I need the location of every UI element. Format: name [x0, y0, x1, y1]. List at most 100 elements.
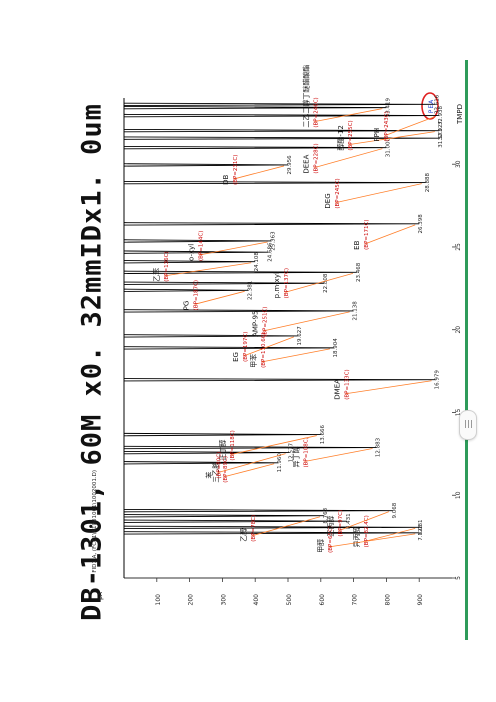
compound-label: EB	[353, 240, 361, 249]
compound-label: 苯	[205, 472, 214, 479]
peak-spike	[123, 519, 348, 523]
peak-rt-label: 32.938	[438, 105, 444, 125]
compound-label: AMP-95	[252, 311, 260, 337]
peak-spike	[123, 270, 357, 274]
y-tick-label: 100	[155, 594, 162, 606]
compound-label: 三乙胺	[211, 462, 220, 483]
annotations-group: 异丙醇(BP=82.4C)乙醇(BP=78C)甲醇(BP=65C)正丙醇(BP=…	[152, 65, 436, 553]
peak-spike	[123, 222, 420, 226]
peak-rt-label: 22.381	[248, 281, 254, 300]
annotation-arrow	[199, 241, 268, 256]
compound-label: 正丙醇	[326, 516, 335, 537]
peak-rt-label: 22.808	[323, 273, 329, 293]
peak-spike	[123, 334, 298, 338]
x-tick-label: 25	[455, 243, 462, 251]
annotation-arrow	[345, 380, 432, 395]
peak-spike	[123, 136, 439, 140]
peak-spike	[123, 531, 420, 535]
boiling-point-label: (BP=82.4C)	[364, 515, 370, 547]
compound-label: DEEA	[302, 154, 310, 173]
peak-rt-label: 29.956	[287, 155, 293, 175]
peak-rt-label: 11.960	[277, 453, 283, 473]
x-tick-label: 15	[455, 408, 462, 416]
x-tick-label: 5	[455, 576, 462, 580]
annotation-arrow	[263, 311, 350, 332]
boiling-point-label: (BP=110.6C)	[261, 332, 267, 368]
y-tick-label: 600	[319, 594, 326, 606]
peak-spike	[123, 239, 272, 243]
peak-spike	[123, 105, 387, 110]
peak-spike	[123, 180, 426, 185]
boiling-point-label: (BP=133C)	[345, 369, 351, 399]
compound-label: EG	[232, 352, 240, 362]
boiling-point-label: (BP=231C)	[233, 155, 239, 185]
y-tick-label: 300	[220, 594, 227, 606]
compound-label: 异丁醇	[292, 447, 301, 468]
annotation-arrow	[233, 165, 285, 180]
y-tick-label: 700	[352, 594, 359, 606]
boiling-point-label: (BP=187C)	[194, 280, 200, 310]
peak-rt-label: 24.108	[254, 252, 260, 272]
peak-rt-label: 23.468	[356, 262, 362, 282]
boiling-point-label: (BP=197C)	[243, 332, 249, 362]
peak-spike	[123, 378, 436, 382]
boiling-point-label: (BP=137C)	[284, 268, 290, 298]
boiling-point-label: (BP=108C)	[304, 437, 310, 467]
boiling-point-label: (BP=228C)	[313, 143, 319, 173]
annotation-arrow	[314, 148, 383, 169]
boiling-point-label: (BP=246C)	[313, 97, 319, 127]
peak-spike	[123, 146, 387, 150]
peak-spike	[123, 461, 279, 465]
peak-spike	[123, 450, 290, 455]
peak-rt-label: 21.138	[353, 301, 359, 321]
side-rule	[465, 60, 468, 640]
annotation-arrow	[243, 336, 294, 357]
peak-spike	[123, 260, 256, 264]
highlight-circle	[421, 92, 439, 120]
y-tick-label: 500	[286, 594, 293, 606]
annotation-arrow	[365, 527, 416, 542]
annotation-arrow	[194, 290, 245, 305]
boiling-point-label: (BP=65C)	[328, 526, 334, 553]
boiling-point-label: (BP=255C)	[348, 120, 354, 150]
peak-spike	[123, 309, 354, 313]
compound-label: DB	[222, 175, 230, 185]
peak-rt-label: 12.883	[376, 437, 382, 457]
compound-label: p.m-xyl	[273, 272, 281, 298]
circled-letters: PEA	[428, 99, 435, 114]
y-tick-label: 800	[384, 594, 391, 606]
peak-spike	[123, 113, 439, 118]
compound-label: DEG	[324, 193, 332, 208]
annotation-arrow	[224, 463, 275, 478]
annotation-arrow	[217, 453, 286, 473]
annotation-arrow	[314, 108, 383, 123]
peak-rt-label: 16.979	[435, 370, 441, 390]
peak-rt-label: 8.431	[346, 513, 352, 529]
compound-label: 二乙二醇丁醚醋酸酯	[301, 65, 310, 128]
y-unit-label: pA	[97, 591, 104, 600]
peak-rt-label: 9.068	[392, 502, 398, 518]
peak-rt-label: 31.000	[385, 138, 391, 158]
boiling-point-label: (BP=97C)	[338, 510, 344, 537]
file-label: FID1 A, (FCC1\A1001001\1002001.D)	[92, 470, 98, 573]
compound-label: o-xyl	[188, 244, 196, 261]
peak-rt-label: 33.419	[385, 97, 391, 117]
boiling-point-label: (BP=251C)	[263, 307, 269, 337]
peak-rt-label: 26.398	[418, 214, 424, 234]
x-tick-label: 20	[455, 326, 462, 334]
boiling-point-label: (BP=78C)	[251, 515, 257, 542]
peak-spike	[123, 288, 249, 292]
compound-label: 乙苯	[152, 268, 161, 282]
compound-label: 甲苯	[249, 354, 258, 368]
peak-rt-label: 7.728	[418, 524, 424, 540]
scroll-handle[interactable]	[459, 410, 477, 440]
peak-spike	[123, 509, 393, 513]
detector-tag: TMPD	[456, 104, 464, 125]
boiling-point-label: (BP=80C)	[217, 452, 223, 479]
annotation-arrow	[338, 511, 390, 532]
annotation-arrow	[284, 272, 353, 293]
peak-spike	[123, 525, 420, 529]
annotation-arrow	[384, 116, 436, 136]
